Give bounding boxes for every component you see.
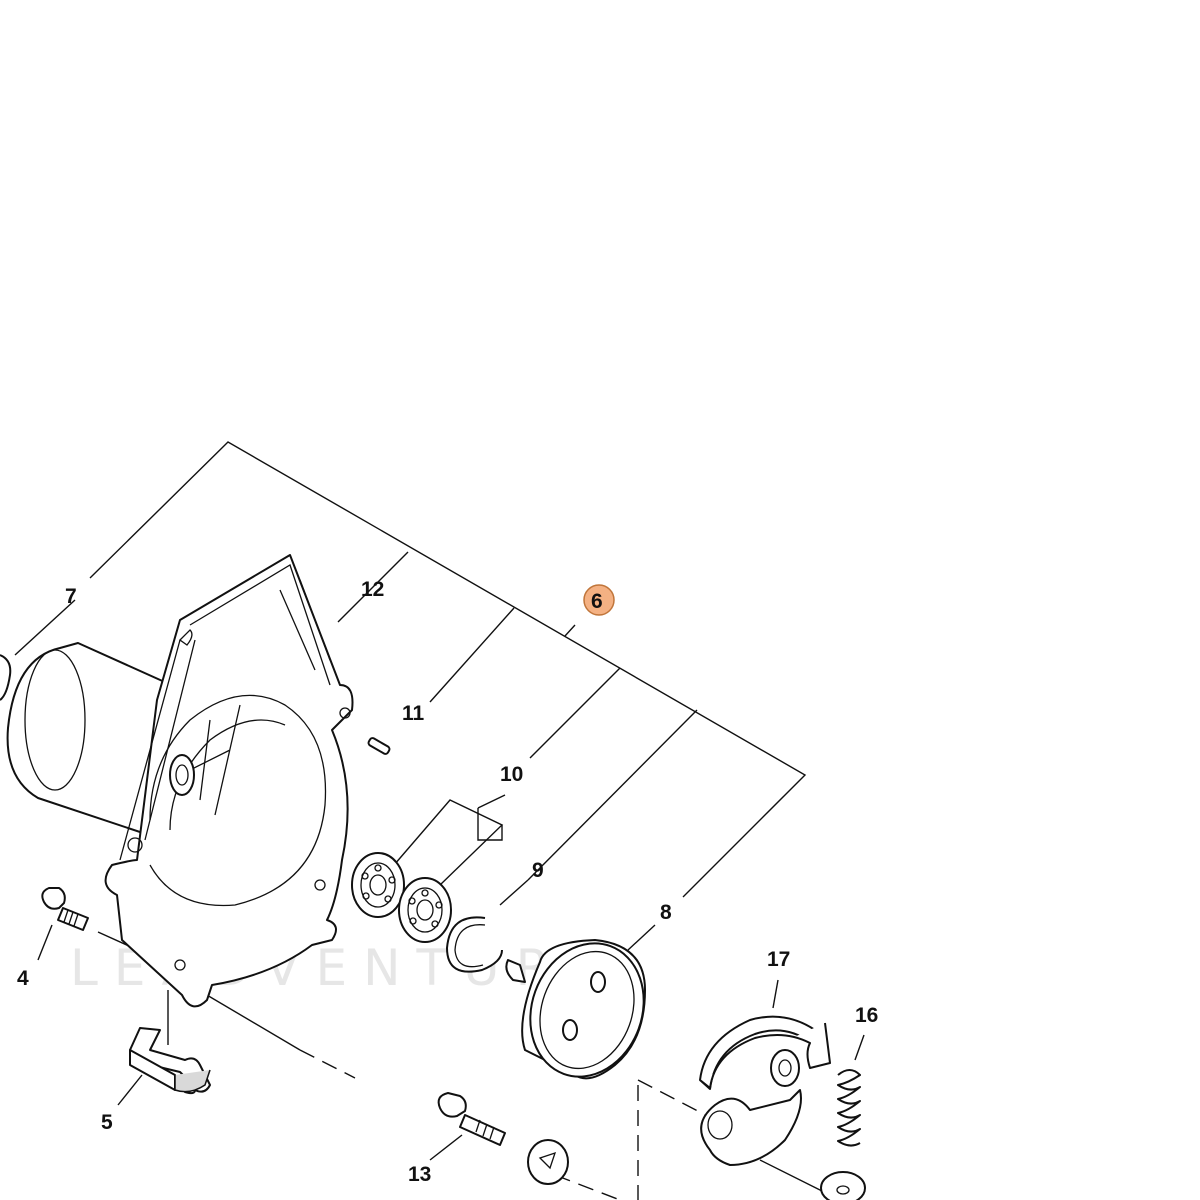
callout-17[interactable]: 17 (767, 948, 790, 971)
callout-9[interactable]: 9 (532, 859, 544, 882)
spring-part-16 (837, 1069, 861, 1147)
clutch-shoe-part-17 (699, 1015, 831, 1090)
screw-part-13 (437, 1092, 506, 1146)
callout-12[interactable]: 12 (361, 578, 384, 601)
washer-part (820, 1171, 866, 1200)
circlip-part-9 (446, 916, 503, 973)
callout-16[interactable]: 16 (855, 1004, 878, 1027)
callout-8[interactable]: 8 (660, 901, 672, 924)
callout-10[interactable]: 10 (500, 763, 523, 786)
pin-part-11 (367, 737, 391, 755)
callout-5[interactable]: 5 (101, 1111, 113, 1134)
clutch-shoe-lower-part (700, 1089, 802, 1166)
bearing-part-10a (351, 852, 405, 918)
callout-13[interactable]: 13 (408, 1163, 431, 1186)
callout-7[interactable]: 7 (65, 585, 77, 608)
bracket-part-5 (129, 1027, 211, 1095)
callout-11[interactable]: 11 (402, 702, 425, 725)
bearing-part-10b (398, 877, 452, 943)
washer-part-14 (527, 1139, 569, 1185)
highlight-callout-6[interactable] (583, 584, 615, 616)
ring-part-7 (0, 654, 12, 701)
screw-part-4 (41, 887, 89, 931)
callout-4[interactable]: 4 (17, 967, 29, 990)
clutch-drum-part-8 (505, 939, 646, 1080)
callout-6[interactable]: 6 (591, 590, 603, 613)
clutch-housing-part (6, 554, 354, 1008)
